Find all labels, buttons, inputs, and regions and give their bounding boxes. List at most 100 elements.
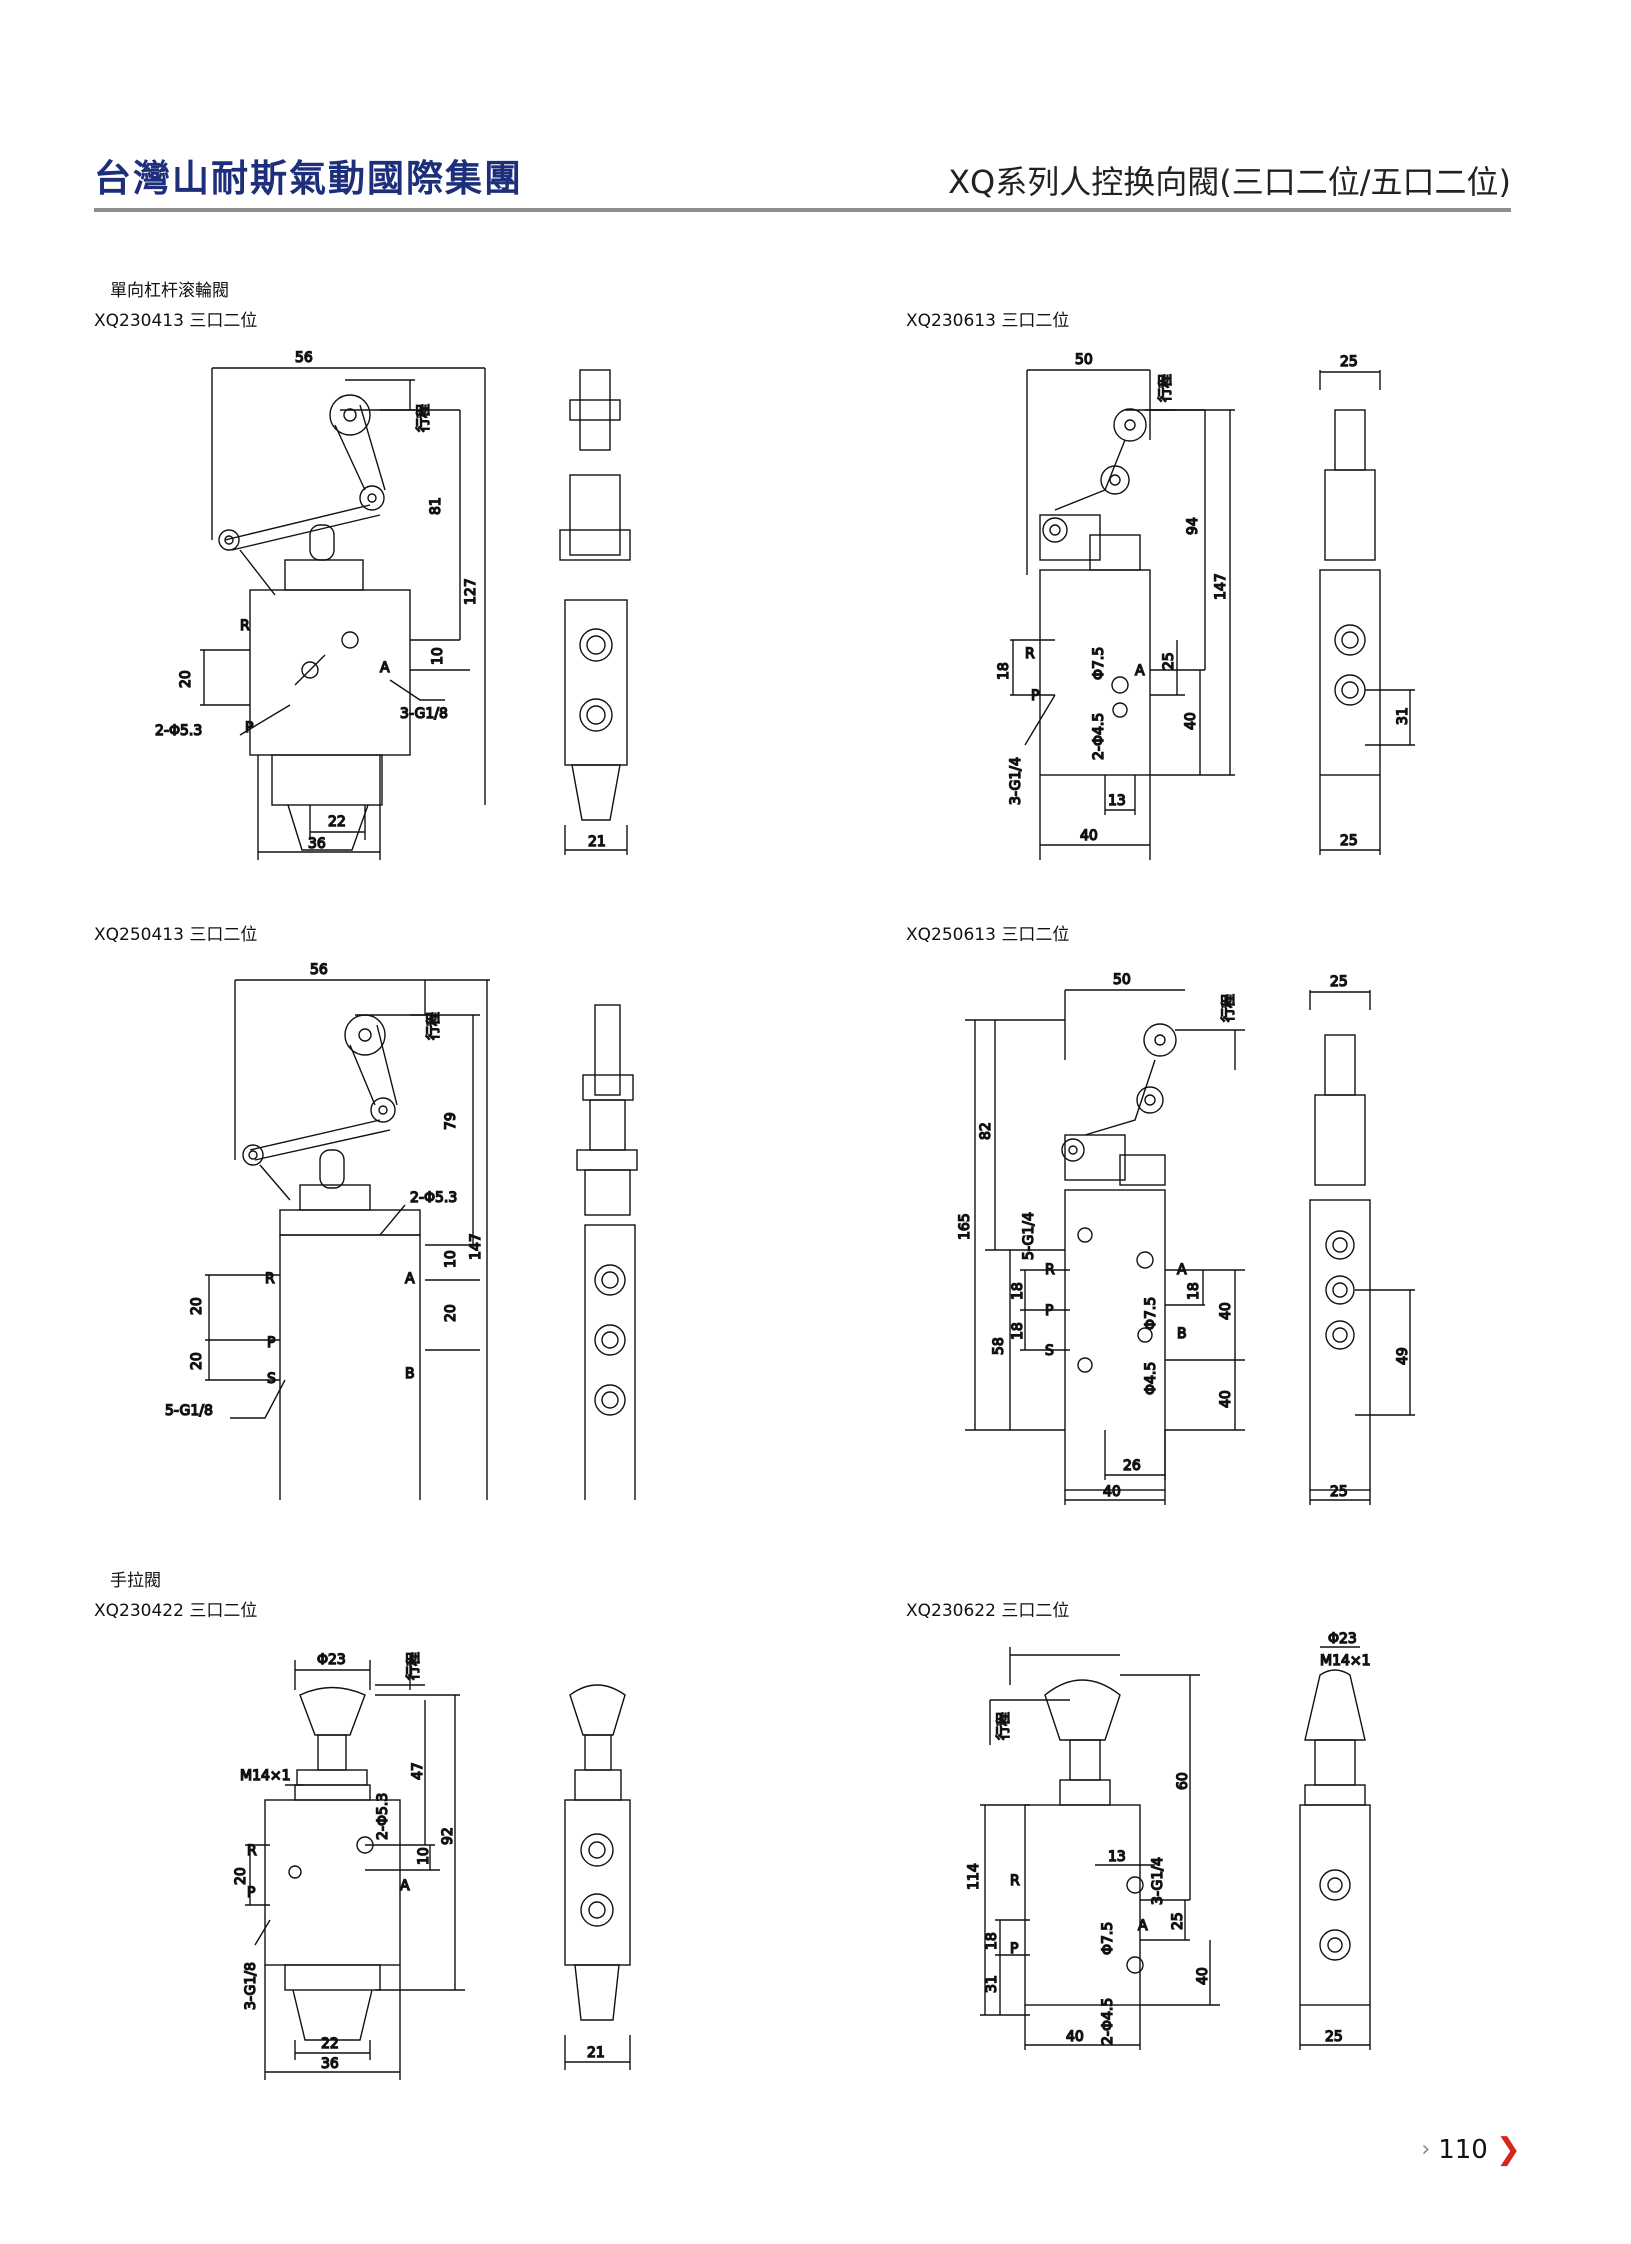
thread-m14: M14×1 [1320,1653,1371,1669]
dim-114: 114 [966,1863,982,1890]
dim-31: 31 [984,1975,1000,1993]
dim-147: 147 [1213,573,1229,600]
dim-width-56: 56 [295,350,313,366]
drawing-xq250613: 50 行程 R P S A B 5-G1/4 Φ7.5 Φ4.5 165 82 … [945,960,1485,1520]
mount-holes: 2-Φ5.3 [375,1793,391,1840]
dim-79: 79 [443,1112,459,1130]
model-label-4: XQ250613 三口二位 [906,925,1070,945]
dim-side-25: 25 [1325,2029,1343,2045]
dim-side-21: 21 [588,834,606,850]
port-thread: 3-G1/4 [1150,1857,1166,1905]
dim-width-36: 36 [308,836,326,852]
drawing-xq230613: 50 行程 R P A 18 3-G1/4 Φ7.5 2-Φ4.5 13 40 … [965,340,1475,860]
dim-width-40: 40 [1080,828,1098,844]
dim-82: 82 [978,1122,994,1140]
port-thread: 3-G1/8 [400,706,448,722]
port-R: R [247,1843,257,1859]
dim-165: 165 [957,1213,973,1240]
port-S: S [267,1371,276,1387]
dim-10: 10 [416,1847,432,1865]
port-thread: 3-G1/8 [243,1962,259,2010]
dim-127: 127 [463,578,479,605]
port-A: A [1135,663,1145,679]
dim-side-21: 21 [587,2045,605,2061]
model-label-6: XQ230622 三口二位 [906,1601,1070,1621]
port-thread: 5-G1/4 [1021,1212,1037,1260]
dim-40-b: 40 [1218,1390,1234,1408]
stroke-label: 行程 [1158,374,1174,402]
dim-width-22: 22 [328,814,346,830]
dim-47: 47 [410,1762,426,1780]
dim-25: 25 [1170,1912,1186,1930]
port-R: R [240,618,250,634]
dim-side-25-top: 25 [1340,354,1358,370]
dim-18-b: 18 [1010,1322,1026,1340]
section-label-roller: 單向杠杆滚輪閥 [110,281,229,301]
port-P: P [267,1335,275,1351]
dim-18-a: 18 [1010,1282,1026,1300]
thread-m14: M14×1 [240,1768,291,1784]
port-P: P [247,1885,255,1901]
drawing-xq230413: 56 R A P 3-G1/8 2-Φ5.3 20 22 36 行程 81 12… [140,340,680,860]
port-B: B [405,1366,415,1382]
port-A: A [400,1878,410,1894]
dim-width-36: 36 [321,2056,339,2072]
dim-81: 81 [428,497,444,515]
dim-width-40: 40 [1066,2029,1084,2045]
dim-58: 58 [991,1337,1007,1355]
dim-20-b: 20 [189,1352,205,1370]
page-number: › 110 ❯ [1421,2132,1521,2167]
port-P: P [245,720,253,736]
dim-side-25-top: 25 [1330,974,1348,990]
chevron-right-icon: ❯ [1495,2132,1521,2167]
port-B: B [1177,1326,1187,1342]
company-title: 台灣山耐斯氣動國際集團 [94,157,523,200]
drawing-xq250413: 56 2-Φ5.3 R P S A B 5-G1/8 20 20 22 36 行… [155,960,675,1500]
dim-phi23: Φ23 [317,1652,346,1668]
port-S: S [1045,1343,1054,1359]
drawing-xq230422: Φ23 行程 M14×1 R P A 2-Φ5.3 20 3-G1/8 47 1… [225,1640,665,2100]
dim-60: 60 [1175,1772,1191,1790]
port-A: A [1138,1918,1148,1934]
page-prefix-glyph: › [1421,2137,1431,2162]
port-A: A [380,660,390,676]
dim-width-13: 13 [1108,1849,1126,1865]
dim-phi75: Φ7.5 [1143,1297,1159,1330]
model-label-1: XQ230413 三口二位 [94,311,258,331]
dim-side-25-bottom: 25 [1330,1484,1348,1500]
header-divider [94,208,1511,212]
stroke-label: 行程 [426,1012,442,1040]
model-label-2: XQ230613 三口二位 [906,311,1070,331]
stroke-label: 行程 [996,1712,1012,1740]
dim-width-56: 56 [310,962,328,978]
port-P: P [1010,1941,1018,1957]
dim-18: 18 [984,1932,1000,1950]
dim-phi75: Φ7.5 [1091,647,1107,680]
dim-25: 25 [1161,652,1177,670]
dim-side-31: 31 [1395,707,1411,725]
dim-phi45: 2-Φ4.5 [1100,1998,1116,2045]
stroke-label: 行程 [416,404,432,432]
dim-10: 10 [430,647,446,665]
dim-20-c: 20 [443,1304,459,1322]
dim-40: 40 [1183,712,1199,730]
dim-phi45: Φ4.5 [1143,1362,1159,1395]
port-thread: 3-G1/4 [1008,757,1024,805]
dim-20: 20 [178,670,194,688]
dim-20-a: 20 [189,1297,205,1315]
dim-10: 10 [443,1250,459,1268]
mount-holes: 2-Φ5.3 [155,723,202,739]
dim-92: 92 [440,1827,456,1845]
port-A: A [405,1271,415,1287]
model-label-3: XQ250413 三口二位 [94,925,258,945]
section-label-manual: 手拉閥 [110,1571,161,1591]
dim-side-25-bottom: 25 [1340,833,1358,849]
dim-width-50: 50 [1113,972,1131,988]
page-number-value: 110 [1438,2134,1488,2165]
model-label-5: XQ230422 三口二位 [94,1601,258,1621]
dim-40-a: 40 [1218,1302,1234,1320]
dim-width-13: 13 [1108,793,1126,809]
port-thread: 5-G1/8 [165,1403,213,1419]
dim-width-40: 40 [1103,1484,1121,1500]
stroke-label: 行程 [406,1652,422,1680]
